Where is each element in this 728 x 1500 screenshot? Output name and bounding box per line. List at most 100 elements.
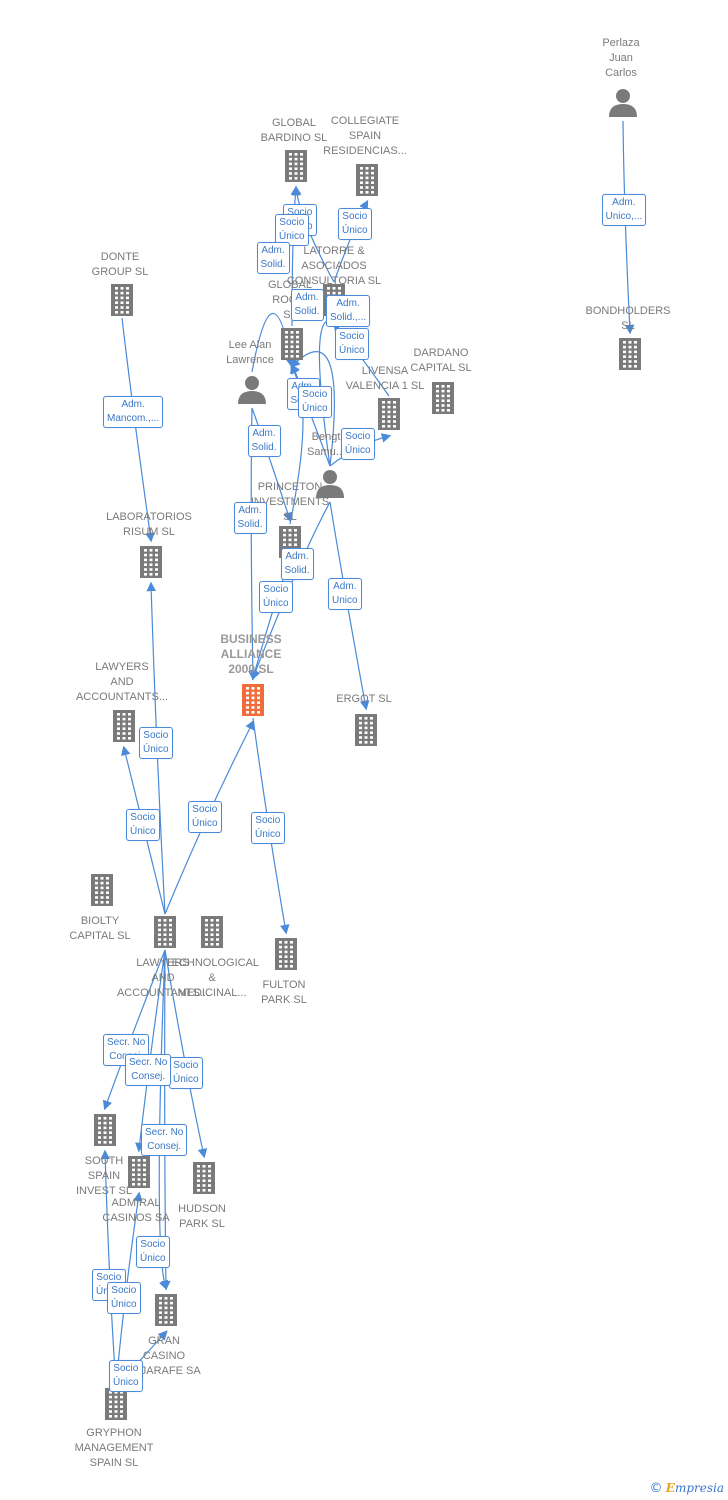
edge-role-text: Consej. xyxy=(131,1071,166,1082)
edge-role-label[interactable]: Adm.Solid. xyxy=(280,548,314,580)
node-label-line: INVEST SL xyxy=(75,1185,133,1197)
building-icon[interactable] xyxy=(355,714,377,746)
edge-role-text: Socio xyxy=(173,1060,199,1071)
node-label-line: CAPITAL SL xyxy=(410,362,472,374)
building-icon[interactable] xyxy=(155,1294,177,1326)
node-label-line: BARDINO SL xyxy=(260,132,328,144)
node-label-line: ACCOUNTANTS... xyxy=(116,987,210,999)
building-icon[interactable] xyxy=(619,338,641,370)
edge-role-label[interactable]: Adm.Solid. xyxy=(256,242,290,274)
person-icon[interactable] xyxy=(238,376,266,404)
building-icon[interactable] xyxy=(242,684,264,716)
building-icon[interactable] xyxy=(128,1156,150,1188)
node-label[interactable]: ADMIRAL CASINOS SA xyxy=(76,1196,196,1226)
building-icon[interactable] xyxy=(378,398,400,430)
node-label-line: ALLIANCE xyxy=(220,647,282,661)
edge-role-text: Adm. xyxy=(295,292,319,303)
node-label-line: 2000 SL xyxy=(228,662,274,676)
edge-role-label[interactable]: Adm.Solid. xyxy=(233,502,267,534)
edge-role-label[interactable]: Adm.Solid. xyxy=(290,289,324,321)
building-icon[interactable] xyxy=(201,916,223,948)
building-icon[interactable] xyxy=(285,150,307,182)
person-icon[interactable] xyxy=(609,89,637,117)
edge-role-label[interactable]: Adm.Solid. xyxy=(247,425,281,457)
building-icon[interactable] xyxy=(193,1162,215,1194)
edge-role-text: Solid. xyxy=(284,565,310,576)
edge-role-label[interactable]: Adm.Unico,... xyxy=(601,194,647,226)
node-label-line: ADMIRAL xyxy=(111,1197,161,1209)
edge-role-label[interactable]: Adm.Unico xyxy=(328,578,362,610)
node-label-line: MEDICINAL... xyxy=(177,987,247,999)
building-icon[interactable] xyxy=(154,916,176,948)
building-icon[interactable] xyxy=(105,1388,127,1420)
edge-role-label[interactable]: Adm.Mancom.,... xyxy=(103,396,164,428)
node-label-line: CASINOS SA xyxy=(102,1212,170,1224)
edge-role-text: Socio xyxy=(111,1285,137,1296)
building-icon[interactable] xyxy=(113,710,135,742)
person-icon[interactable] xyxy=(316,470,344,498)
edge-role-text: Socio xyxy=(143,730,169,741)
edge-role-text: Socio xyxy=(287,207,313,218)
building-icon[interactable] xyxy=(281,328,303,360)
node-label[interactable]: ERGOT SL xyxy=(304,692,424,707)
edge-role-text: Secr. No xyxy=(145,1127,184,1138)
node-label[interactable]: TECHNOLOGICAL&MEDICINAL... xyxy=(152,956,272,1001)
empresia-logo[interactable]: Empresia xyxy=(666,1481,724,1495)
node-label-line: VALENCIA 1 SL xyxy=(345,380,425,392)
node-label-line: AND xyxy=(151,972,175,984)
edge-line xyxy=(121,317,155,543)
edge-role-text: Único xyxy=(173,1074,199,1085)
building-icon[interactable] xyxy=(432,382,454,414)
building-icon[interactable] xyxy=(275,938,297,970)
building-icon[interactable] xyxy=(91,874,113,906)
edge-line xyxy=(622,120,635,335)
edge-role-label[interactable]: Adm.Solid.,... xyxy=(326,295,371,327)
building-icon[interactable] xyxy=(94,1114,116,1146)
node-label-line: PARK SL xyxy=(261,994,307,1006)
node-label-line: PRINCETON xyxy=(257,481,323,493)
building-icon[interactable] xyxy=(356,164,378,196)
node-label-line: Samu... xyxy=(307,446,345,458)
building-icon[interactable] xyxy=(111,284,133,316)
edge-role-text: Adm. xyxy=(121,399,145,410)
edge-role-text: Solid.,... xyxy=(330,312,367,323)
building-icon[interactable] xyxy=(140,546,162,578)
